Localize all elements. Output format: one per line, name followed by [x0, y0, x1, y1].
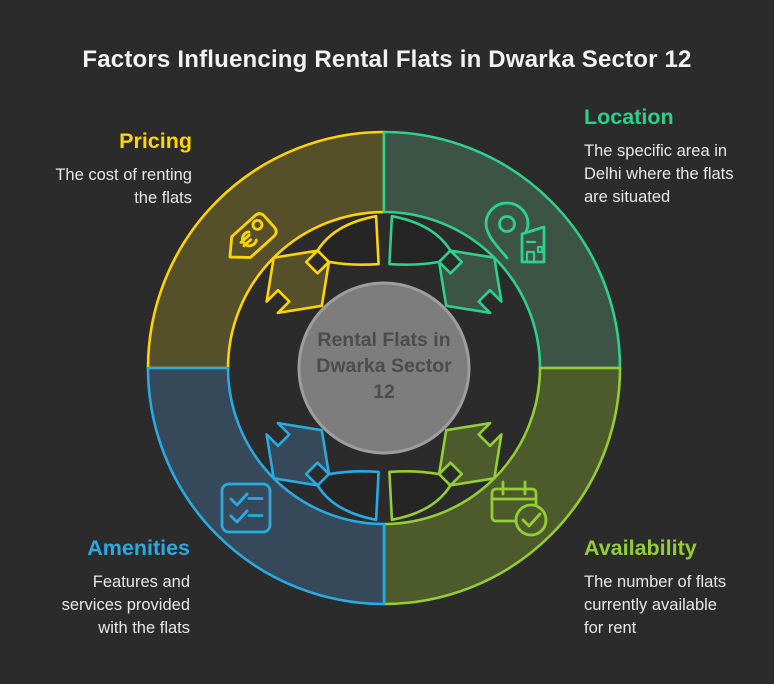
- center-label-line: Rental Flats in: [317, 329, 451, 351]
- center-label-line: 12: [373, 381, 395, 403]
- pricing-text-block: Pricing The cost of renting the flats: [0, 129, 192, 210]
- price-tag-icon: [228, 212, 278, 259]
- location-flow-band: [388, 214, 452, 266]
- availability-flow-band: [388, 470, 452, 522]
- checklist-icon: [220, 482, 272, 534]
- page-title: Factors Influencing Rental Flats in Dwar…: [82, 46, 692, 73]
- calendar-check-icon: [490, 480, 548, 537]
- pricing-heading: Pricing: [119, 129, 192, 153]
- location-pin-building-icon: [484, 201, 546, 264]
- center-circle: [297, 281, 471, 455]
- availability-text-block: Availability The number of flats current…: [584, 536, 774, 640]
- location-description: The specific area in Delhi where the fla…: [584, 142, 734, 206]
- availability-heading: Availability: [584, 536, 697, 560]
- pricing-description: The cost of renting the flats: [55, 166, 192, 207]
- center-label: Rental Flats in Dwarka Sector 12: [274, 327, 494, 405]
- quadrant-pricing-shape: [146, 130, 386, 370]
- pricing-ring-segment: [146, 130, 386, 370]
- amenities-description: Features and services provided with the …: [61, 573, 190, 637]
- amenities-text-block: Amenities Features and services provided…: [0, 536, 190, 640]
- pricing-two-way-arrow: [265, 249, 331, 315]
- availability-two-way-arrow: [437, 421, 503, 487]
- amenities-two-way-arrow: [265, 421, 331, 487]
- center-label-line: Dwarka Sector: [316, 355, 452, 377]
- pricing-flow-band: [316, 214, 380, 266]
- amenities-flow-band: [316, 470, 380, 522]
- location-heading: Location: [584, 105, 674, 129]
- location-two-way-arrow: [437, 249, 503, 315]
- amenities-heading: Amenities: [87, 536, 190, 560]
- availability-description: The number of flats currently available …: [584, 573, 727, 637]
- location-text-block: Location The specific area in Delhi wher…: [584, 105, 774, 209]
